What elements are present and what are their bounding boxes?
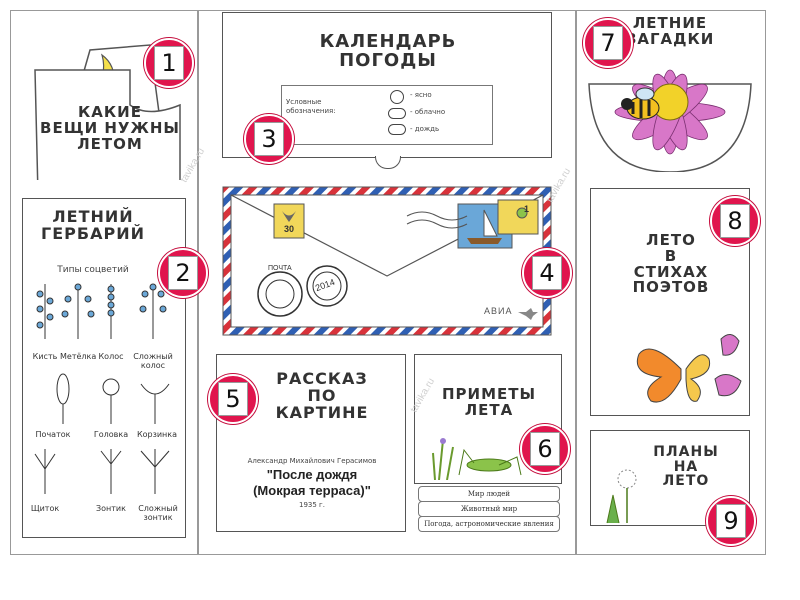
signs-tab-people[interactable]: Мир людей xyxy=(418,486,560,502)
avia-label: АВИА xyxy=(484,306,513,316)
signs-tab-animals[interactable]: Животный мир xyxy=(418,501,560,517)
cloud-icon xyxy=(388,108,406,119)
herbarium-subtitle: Типы соцветий xyxy=(57,265,129,275)
plans-card[interactable]: ПЛАНЫ НА ЛЕТО xyxy=(590,430,750,526)
riddles-flower-illustration xyxy=(588,69,752,173)
badge-6: 6 xyxy=(520,424,570,474)
story-card[interactable]: РАССКАЗ ПО КАРТИНЕ Александр Михайлович … xyxy=(216,354,406,532)
badge-8: 8 xyxy=(710,196,760,246)
legend-clear: - ясно xyxy=(410,91,432,99)
herb-label-6: Корзинка xyxy=(136,430,178,439)
dandelion-illustration xyxy=(606,469,637,524)
badge-number: 8 xyxy=(720,204,750,238)
airmail-envelope xyxy=(222,186,552,336)
stamp-value-30: 30 xyxy=(284,224,295,234)
herb-label-8: Зонтик xyxy=(96,504,126,513)
badge-number: 7 xyxy=(593,26,623,60)
story-title: РАССКАЗ ПО КАРТИНЕ xyxy=(275,369,369,422)
badge-7: 7 xyxy=(583,18,633,68)
grasshopper-illustration xyxy=(432,438,522,480)
badge-1: 1 xyxy=(144,38,194,88)
calendar-legend: Условные обозначения: - ясно - облачно -… xyxy=(281,85,493,145)
badge-5: 5 xyxy=(208,374,258,424)
herb-label-7: Щиток xyxy=(30,504,60,513)
story-author: Александр Михайлович Герасимов xyxy=(247,457,377,465)
badge-2: 2 xyxy=(158,248,208,298)
herb-label-9: Сложный зонтик xyxy=(138,504,178,522)
story-painting: "После дождя (Мокрая терраса)" xyxy=(253,467,371,498)
herb-label-4: Початок xyxy=(35,430,71,439)
calendar-title: КАЛЕНДАРЬ ПОГОДЫ xyxy=(319,31,457,71)
badge-number: 3 xyxy=(254,122,284,156)
herb-label-3: Сложный колос xyxy=(133,352,173,370)
herbarium-title: ЛЕТНИЙ ГЕРБАРИЙ xyxy=(41,207,145,243)
things-pocket[interactable]: КАКИЕ ВЕЩИ НУЖНЫ ЛЕТОМ xyxy=(30,20,190,196)
badge-4: 4 xyxy=(522,248,572,298)
inflorescence-diagrams xyxy=(34,283,170,494)
stamp-value-1: 1 xyxy=(524,204,530,214)
envelope-card[interactable]: 30 1 ПОЧТА 2014 АВИА xyxy=(222,186,552,336)
story-year: 1935 г. xyxy=(299,501,325,509)
badge-number: 4 xyxy=(532,256,562,290)
poems-title: ЛЕТО В СТИХАХ ПОЭТОВ xyxy=(632,231,710,297)
plans-title: ПЛАНЫ НА ЛЕТО xyxy=(653,444,719,490)
legend-rain: - дождь xyxy=(410,125,440,133)
butterfly-illustration xyxy=(636,334,742,403)
badge-number: 9 xyxy=(716,504,746,538)
herbarium-card[interactable]: ЛЕТНИЙ ГЕРБАРИЙ Типы соцветий Кисть Метё… xyxy=(22,198,186,538)
badge-number: 5 xyxy=(218,382,248,416)
postmark-text: ПОЧТА xyxy=(268,265,292,272)
herb-label-2: Колос xyxy=(98,352,124,361)
things-title: КАКИЕ ВЕЩИ НУЖНЫ ЛЕТОМ xyxy=(40,103,180,153)
riddles-title: ЛЕТНИЕ ЗАГАДКИ xyxy=(625,14,715,48)
signs-title: ПРИМЕТЫ ЛЕТА xyxy=(441,385,537,419)
legend-cloudy: - облачно xyxy=(410,108,446,116)
badge-9: 9 xyxy=(706,496,756,546)
badge-number: 6 xyxy=(530,432,560,466)
sun-icon xyxy=(390,90,404,104)
badge-number: 2 xyxy=(168,256,198,290)
signs-tab-weather[interactable]: Погода, астрономические явления xyxy=(418,516,560,532)
badge-number: 1 xyxy=(154,46,184,80)
badge-3: 3 xyxy=(244,114,294,164)
riddles-card[interactable]: ЛЕТНИЕ ЗАГАДКИ xyxy=(585,12,755,173)
herb-label-0: Кисть xyxy=(32,352,58,361)
herb-label-5: Головка xyxy=(93,430,129,439)
pocket-illustration xyxy=(34,44,181,196)
legend-label: Условные обозначения: xyxy=(286,98,336,116)
rain-icon xyxy=(388,124,406,135)
herb-label-1: Метёлка xyxy=(60,352,97,361)
